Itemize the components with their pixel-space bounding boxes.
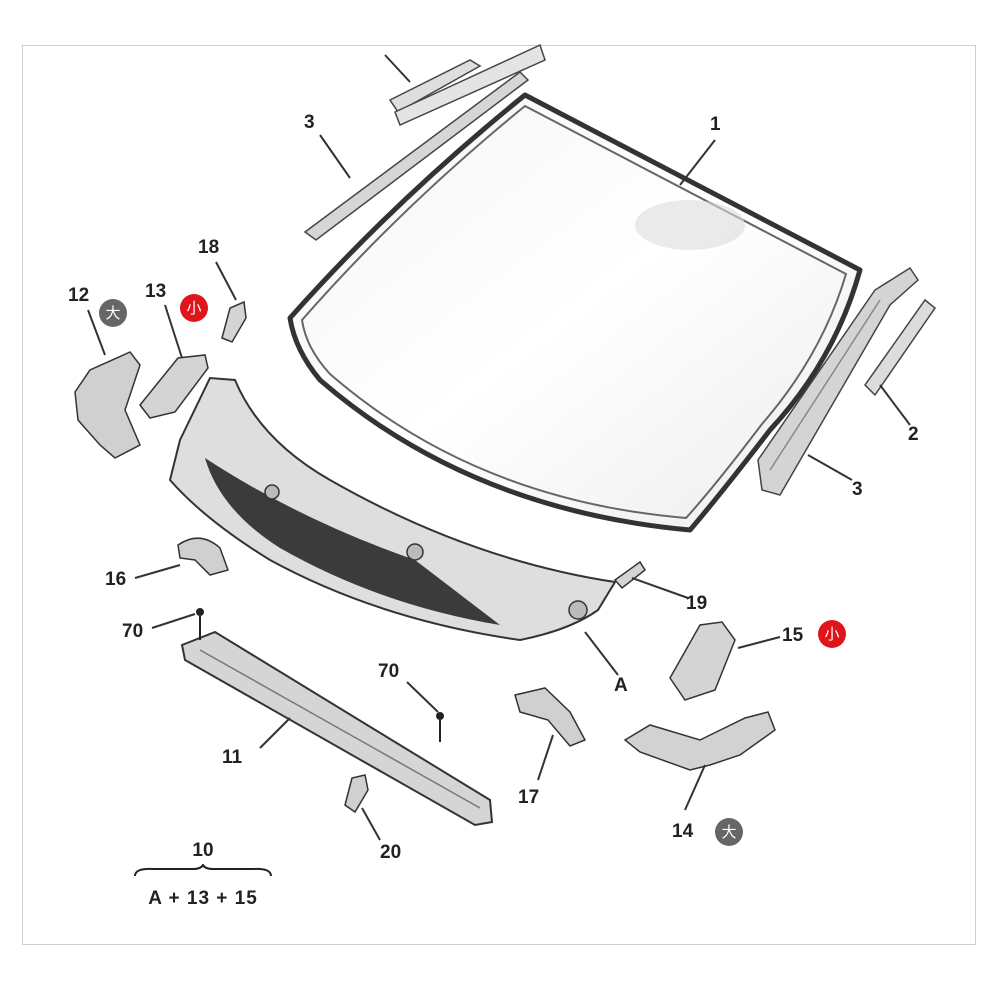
callout-70-right: 70: [378, 661, 400, 682]
callout-18: 18: [198, 237, 220, 258]
badge-large-14: 大: [715, 818, 743, 846]
bracket-17: [514, 687, 587, 747]
callout-1: 1: [710, 114, 721, 135]
callout-70-left: 70: [122, 621, 144, 642]
side-trim-strip: [864, 298, 937, 397]
kit-formula: 10 A + 13 + 15: [118, 840, 288, 910]
kit-contents: A + 13 + 15: [148, 888, 258, 909]
kit-number: 10: [192, 840, 214, 861]
screw-70-left: [196, 608, 204, 640]
a-pillar-strip-left: [303, 71, 530, 241]
badge-large-12: 大: [99, 299, 127, 327]
left-bracket-small: [139, 354, 209, 419]
right-bracket-large-14: [623, 711, 776, 771]
callout-15: 15: [782, 625, 804, 646]
brace-icon: [134, 864, 272, 877]
callout-3-left: 3: [304, 112, 315, 133]
badge-small-13: 小: [180, 294, 208, 322]
callout-17: 17: [518, 787, 540, 808]
callout-19: 19: [686, 593, 708, 614]
callout-13: 13: [145, 281, 167, 302]
callout-16: 16: [105, 569, 127, 590]
lower-cowl-bracket: [180, 630, 494, 827]
windshield-glass: [287, 92, 863, 533]
callout-12: 12: [68, 285, 90, 306]
clip-19: [613, 560, 646, 590]
right-bracket-15: [669, 621, 736, 701]
callout-14: 14: [672, 821, 694, 842]
callout-2: 2: [908, 424, 919, 445]
leader-lines: [87, 54, 911, 841]
upper-trim-strip: [388, 43, 546, 127]
callout-a: A: [614, 675, 628, 696]
cowl-panel: [168, 376, 617, 642]
screw-70-right: [436, 712, 444, 742]
callout-3-right: 3: [852, 479, 863, 500]
callout-11: 11: [222, 747, 243, 768]
clip-18: [221, 300, 247, 343]
clip-20: [344, 774, 369, 814]
left-bracket-large: [74, 351, 141, 459]
badge-small-15: 小: [818, 620, 846, 648]
cowl-clip-16: [177, 537, 229, 576]
a-pillar-strip-right: [757, 266, 919, 496]
callout-20: 20: [380, 842, 402, 863]
